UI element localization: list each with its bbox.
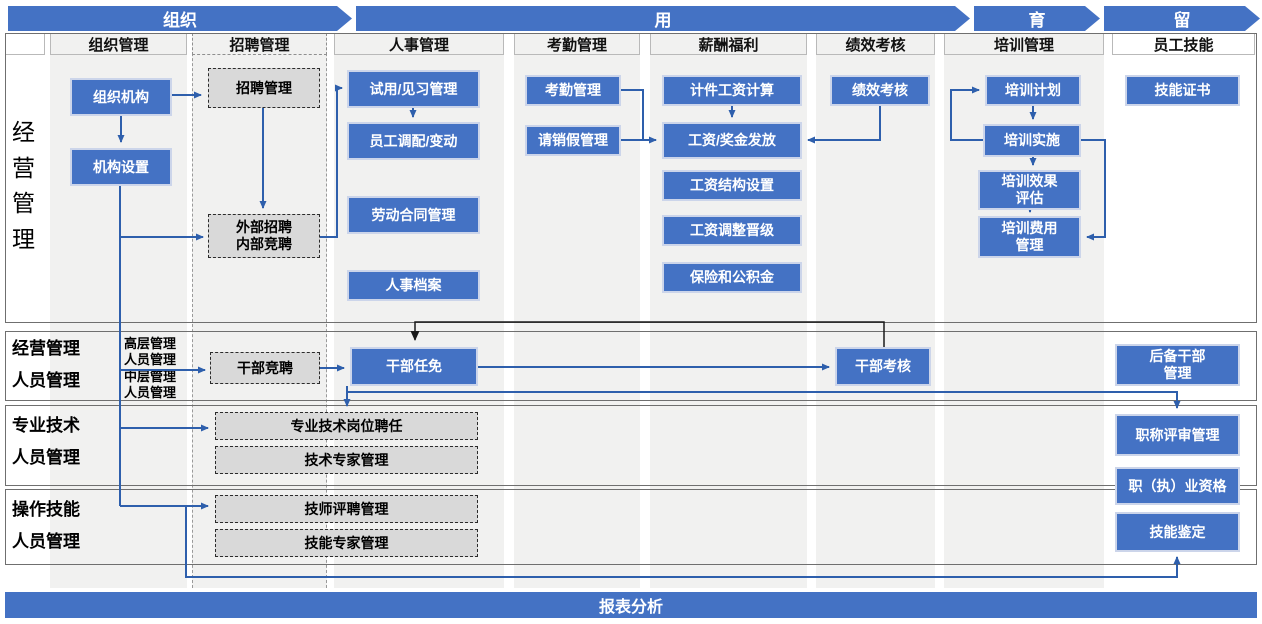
node-title-review: 职称评审管理 [1115, 414, 1240, 456]
node-attendance: 考勤管理 [525, 75, 621, 106]
node-skill-appraisal: 技能鉴定 [1115, 512, 1240, 552]
node-personnel-file: 人事档案 [347, 270, 480, 301]
footer-banner-report-analysis: 报表分析 [5, 592, 1257, 618]
node-labor-contract: 劳动合同管理 [347, 196, 480, 234]
column-header-performance: 绩效考核 [816, 33, 935, 55]
row-label-mgmt-personnel: 经营管理 人员管理 [12, 339, 80, 391]
node-training-impl: 培训实施 [983, 124, 1081, 157]
banner-stage-organize: 组织 [8, 6, 352, 31]
column-header-recruit: 招聘管理 [192, 33, 327, 55]
row-label-tech-personnel: 专业技术 人员管理 [12, 416, 80, 468]
node-skill-cert: 技能证书 [1125, 75, 1240, 106]
column-header-attendance: 考勤管理 [514, 33, 640, 55]
row-band-mgmt-personnel [5, 331, 1257, 401]
node-tech-expert: 技术专家管理 [215, 446, 478, 474]
node-training-eval: 培训效果 评估 [978, 170, 1081, 210]
node-org-setup: 机构设置 [70, 148, 172, 186]
mgmt-levels-note: 高层管理 人员管理 中层管理 人员管理 [124, 336, 177, 400]
node-transfer: 员工调配/变动 [347, 122, 480, 160]
node-ext-recruit: 外部招聘 内部竞聘 [208, 214, 320, 258]
banner-stage-use: 用 [356, 6, 970, 31]
node-org-structure: 组织机构 [70, 78, 172, 116]
node-tech-post: 专业技术岗位聘任 [215, 412, 478, 440]
node-training-cost: 培训费用 管理 [978, 216, 1081, 258]
column-header-skill: 员工技能 [1112, 33, 1255, 55]
node-skill-expert: 技能专家管理 [215, 529, 478, 557]
column-strip-org [50, 33, 187, 588]
node-prof-qualification: 职（执）业资格 [1115, 467, 1240, 505]
banner-stage-retain: 留 [1104, 6, 1260, 31]
row-band-skill-personnel [5, 489, 1257, 565]
node-cadre-compete: 干部竞聘 [210, 352, 320, 384]
node-training-plan: 培训计划 [985, 75, 1081, 106]
node-salary-pay: 工资/奖金发放 [662, 122, 802, 159]
node-performance: 绩效考核 [830, 75, 930, 106]
row-label-skill-personnel: 操作技能 人员管理 [12, 500, 80, 552]
banner-stage-develop: 育 [974, 6, 1100, 31]
node-piece-wage: 计件工资计算 [662, 75, 802, 106]
node-salary-adjust: 工资调整晋级 [662, 215, 802, 246]
node-recruit-mgmt: 招聘管理 [208, 68, 320, 108]
node-reserve-cadre: 后备干部 管理 [1115, 344, 1240, 386]
node-cadre-assess: 干部考核 [835, 347, 931, 386]
row-label-management: 经营管理 [12, 119, 36, 252]
node-leave: 请销假管理 [525, 125, 621, 156]
node-insurance-fund: 保险和公积金 [662, 262, 802, 293]
node-probation: 试用/见习管理 [347, 70, 480, 108]
row-band-tech-personnel [5, 405, 1257, 486]
node-salary-structure: 工资结构设置 [662, 170, 802, 201]
node-cadre-appoint: 干部任免 [350, 347, 478, 386]
node-technician-hire: 技师评聘管理 [215, 495, 478, 523]
